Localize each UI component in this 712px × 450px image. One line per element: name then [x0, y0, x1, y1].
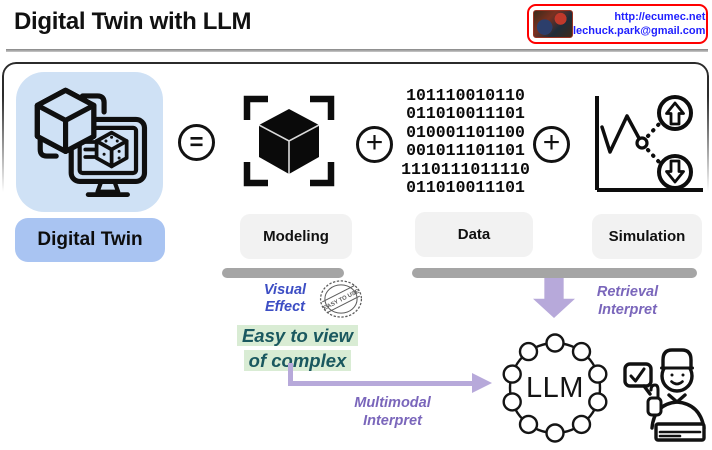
modeling-label: Modeling: [240, 214, 352, 259]
data-label: Data: [415, 212, 533, 257]
easy-to-view-text: Easy to view of complex: [215, 324, 380, 374]
binary-row: 001011101101: [406, 141, 525, 161]
multimodal-arrow-head: [472, 373, 492, 393]
multimodal-line1: Multimodal: [354, 395, 431, 411]
page-title: Digital Twin with LLM: [14, 8, 252, 35]
binary-data-icon: 101110010110 011010011101 010001101100 0…: [400, 86, 531, 198]
contact-links: http://ecumec.net lechuck.park@gmail.com: [573, 10, 707, 38]
visual-effect-text: Visual Effect: [230, 282, 340, 316]
content-frame: [2, 62, 709, 450]
multimodal-line2: Interpret: [363, 413, 422, 429]
binary-row: 011010011101: [406, 178, 525, 198]
contact-card: http://ecumec.net lechuck.park@gmail.com: [527, 4, 708, 44]
digital-twin-icon: [34, 87, 147, 197]
digital-twin-label: Digital Twin: [15, 218, 165, 262]
data-simulation-underline-bar: [412, 268, 697, 278]
visual-effect-line2: Effect: [264, 299, 306, 315]
plus-icon-2: +: [533, 126, 570, 163]
easy-to-view-line1: Easy to view: [236, 325, 359, 346]
multimodal-arrow-vertical: [288, 363, 293, 384]
contact-thumbnail-image: [533, 10, 573, 38]
simulation-label: Simulation: [592, 214, 702, 259]
retrieval-interpret-text: Retrieval Interpret: [565, 283, 690, 319]
user-person-icon: [623, 348, 706, 442]
retrieval-line1: Retrieval: [596, 284, 659, 300]
binary-row: 1110111011110: [401, 159, 530, 179]
llm-ring-icon: [502, 333, 608, 443]
modeling-underline-bar: [222, 268, 344, 278]
digital-twin-icon-card: [16, 72, 163, 212]
multimodal-interpret-text: Multimodal Interpret: [330, 394, 455, 430]
contact-email-link[interactable]: lechuck.park@gmail.com: [573, 25, 706, 37]
easy-to-use-stamp-icon: EASY TO USE: [319, 280, 363, 318]
equals-icon: =: [178, 124, 215, 161]
binary-row: 011010011101: [406, 104, 525, 124]
visual-effect-line1: Visual: [263, 282, 307, 298]
binary-row: 101110010110: [406, 86, 525, 105]
title-divider: [6, 49, 708, 52]
contact-url-link[interactable]: http://ecumec.net: [614, 11, 706, 23]
retrieval-line2: Interpret: [598, 302, 657, 318]
multimodal-arrow-horizontal: [288, 381, 474, 386]
modeling-cube-icon: [243, 95, 335, 187]
binary-row: 010001101100: [406, 122, 525, 142]
simulation-chart-icon: [595, 95, 703, 192]
easy-to-view-line2: of complex: [243, 350, 352, 371]
plus-icon-1: +: [356, 126, 393, 163]
llm-label: LLM: [526, 371, 584, 404]
